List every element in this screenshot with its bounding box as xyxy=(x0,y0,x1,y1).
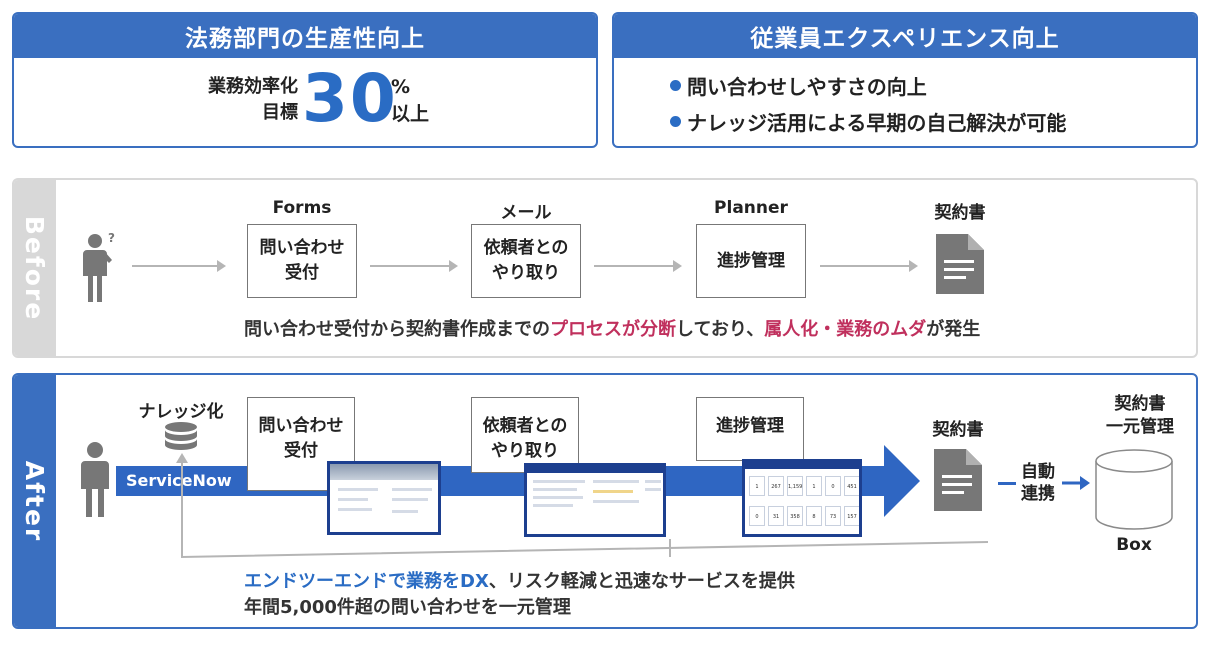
box-name: Box xyxy=(1116,535,1152,555)
dashboard-tile: 31 xyxy=(768,506,784,526)
after-panel: After ServiceNow ナレッジ化 問い合わせ 受付 依頼者との やり… xyxy=(12,373,1198,629)
kpi-label: 業務効率化 目標 xyxy=(174,74,298,126)
auto-link-dash xyxy=(998,482,1016,485)
request-conversation-screenshot xyxy=(524,463,666,537)
before-arrow-4 xyxy=(820,260,918,272)
bullet-text: 問い合わせしやすさの向上 xyxy=(687,75,927,99)
employee-experience-card-title: 従業員エクスペリエンス向上 xyxy=(614,14,1196,58)
kpi-unit: % 以上 xyxy=(391,74,429,128)
auto-link-label-line-1: 自動 xyxy=(1021,462,1055,482)
knowledge-feedback-loop xyxy=(176,453,989,559)
contract-document-icon xyxy=(936,234,984,294)
bullet-text: ナレッジ活用による早期の自己解決が可能 xyxy=(687,111,1067,135)
before-summary-part-d: 属人化・業務のムダ xyxy=(764,319,927,340)
after-summary-line-1: エンドツーエンドで業務をDX、リスク軽減と迅速なサービスを提供 xyxy=(244,567,795,593)
before-summary-part-c: しており、 xyxy=(676,319,765,340)
before-step-2-line-1: 依頼者との xyxy=(483,238,569,258)
after-summary-rest: 、リスク軽減と迅速なサービスを提供 xyxy=(488,571,795,592)
before-doc-label: 契約書 xyxy=(934,203,986,223)
after-step-1-line-1: 問い合わせ xyxy=(258,416,344,436)
before-step-3-tool: Planner xyxy=(714,198,788,218)
after-step-2-box: 依頼者との やり取り xyxy=(471,397,579,473)
after-step-2-line-1: 依頼者との xyxy=(482,416,568,436)
bullet-dot-icon xyxy=(670,80,681,91)
auto-link-label: 自動 連携 xyxy=(1016,461,1060,505)
before-panel: Before ? Forms 問い合わせ 受付 メール 依頼者との やり取り P… xyxy=(12,178,1198,358)
after-step-2-line-2: やり取り xyxy=(491,441,559,461)
contract-document-icon xyxy=(934,449,982,511)
after-doc-label: 契約書 xyxy=(932,420,984,440)
dashboard-tile: 8 xyxy=(806,506,822,526)
confused-person-icon: ? xyxy=(83,231,115,302)
box-storage-label: 契約書 一元管理 xyxy=(1084,393,1196,439)
bullet-item-2: ナレッジ活用による早期の自己解決が可能 xyxy=(670,107,1066,136)
before-side-label: Before xyxy=(14,180,56,356)
productivity-card-title: 法務部門の生産性向上 xyxy=(14,14,596,58)
before-summary-part-b: プロセスが分断 xyxy=(550,319,676,340)
kpi-label-line-2: 目標 xyxy=(262,102,298,123)
before-step-2-box: 依頼者との やり取り xyxy=(471,224,581,298)
before-summary-part-a: 問い合わせ受付から契約書作成までの xyxy=(244,319,550,340)
after-summary-line-2: 年間5,000件超の問い合わせを一元管理 xyxy=(244,597,571,618)
dashboard-tile: 451 xyxy=(844,476,859,496)
kpi-label-line-1: 業務効率化 xyxy=(208,76,298,97)
person-icon xyxy=(81,442,109,517)
kpi-unit-line-2: 以上 xyxy=(391,103,430,125)
before-step-3-line-1: 進捗管理 xyxy=(717,250,785,271)
dashboard-tile: 0 xyxy=(825,476,841,496)
dashboard-tile: 1,159 xyxy=(787,476,803,496)
auto-link-label-line-2: 連携 xyxy=(1021,484,1055,504)
dashboard-tile: 358 xyxy=(787,506,803,526)
before-arrow-3 xyxy=(594,260,682,272)
after-step-3-line-1: 進捗管理 xyxy=(716,416,784,436)
after-side-label: After xyxy=(14,375,56,627)
before-summary: 問い合わせ受付から契約書作成までのプロセスが分断しており、属人化・業務のムダが発… xyxy=(244,315,980,341)
kpi-unit-line-1: % xyxy=(391,76,411,98)
dashboard-tile: 267 xyxy=(768,476,784,496)
box-storage-label-line-2: 一元管理 xyxy=(1106,417,1174,437)
before-arrow-2 xyxy=(370,260,458,272)
after-step-1-line-2: 受付 xyxy=(284,441,318,461)
knowledge-label: ナレッジ化 xyxy=(138,402,224,422)
auto-link-arrow-icon xyxy=(1062,476,1090,490)
bullet-item-1: 問い合わせしやすさの向上 xyxy=(670,71,927,100)
servicenow-label: ServiceNow xyxy=(126,471,232,490)
svg-text:?: ? xyxy=(108,231,115,245)
before-step-1-line-2: 受付 xyxy=(285,263,319,283)
dashboard-tile: 1 xyxy=(749,476,765,496)
dashboard-tile: 157 xyxy=(844,506,859,526)
before-step-1-box: 問い合わせ 受付 xyxy=(247,224,357,298)
before-step-2-line-2: やり取り xyxy=(492,263,560,283)
dashboard-tile: 73 xyxy=(825,506,841,526)
dashboard-tile: 0 xyxy=(749,506,765,526)
before-step-1-tool: Forms xyxy=(272,198,332,218)
platform-arrow-head-icon xyxy=(884,445,920,517)
box-storage-label-line-1: 契約書 xyxy=(1114,394,1166,414)
employee-experience-card: 従業員エクスペリエンス向上 問い合わせしやすさの向上 ナレッジ活用による早期の自… xyxy=(612,12,1198,148)
productivity-card: 法務部門の生産性向上 業務効率化 目標 30 % 以上 xyxy=(12,12,598,148)
before-summary-part-e: が発生 xyxy=(926,319,981,340)
after-step-3-box: 進捗管理 xyxy=(696,397,804,461)
box-storage-icon xyxy=(1095,449,1173,530)
dashboard-tile: 1 xyxy=(806,476,822,496)
after-side-text: After xyxy=(20,460,50,542)
before-step-3-box: 進捗管理 xyxy=(696,224,806,298)
inquiry-portal-screenshot xyxy=(327,461,441,535)
bullet-dot-icon xyxy=(670,116,681,127)
before-step-1-line-1: 問い合わせ xyxy=(259,238,345,258)
before-side-text: Before xyxy=(20,215,50,321)
after-summary-highlight: エンドツーエンドで業務をDX xyxy=(244,571,489,592)
database-icon xyxy=(165,422,197,450)
kpi-value: 30 xyxy=(302,60,398,137)
before-step-2-tool: メール xyxy=(500,203,552,223)
before-arrow-1 xyxy=(132,260,226,272)
